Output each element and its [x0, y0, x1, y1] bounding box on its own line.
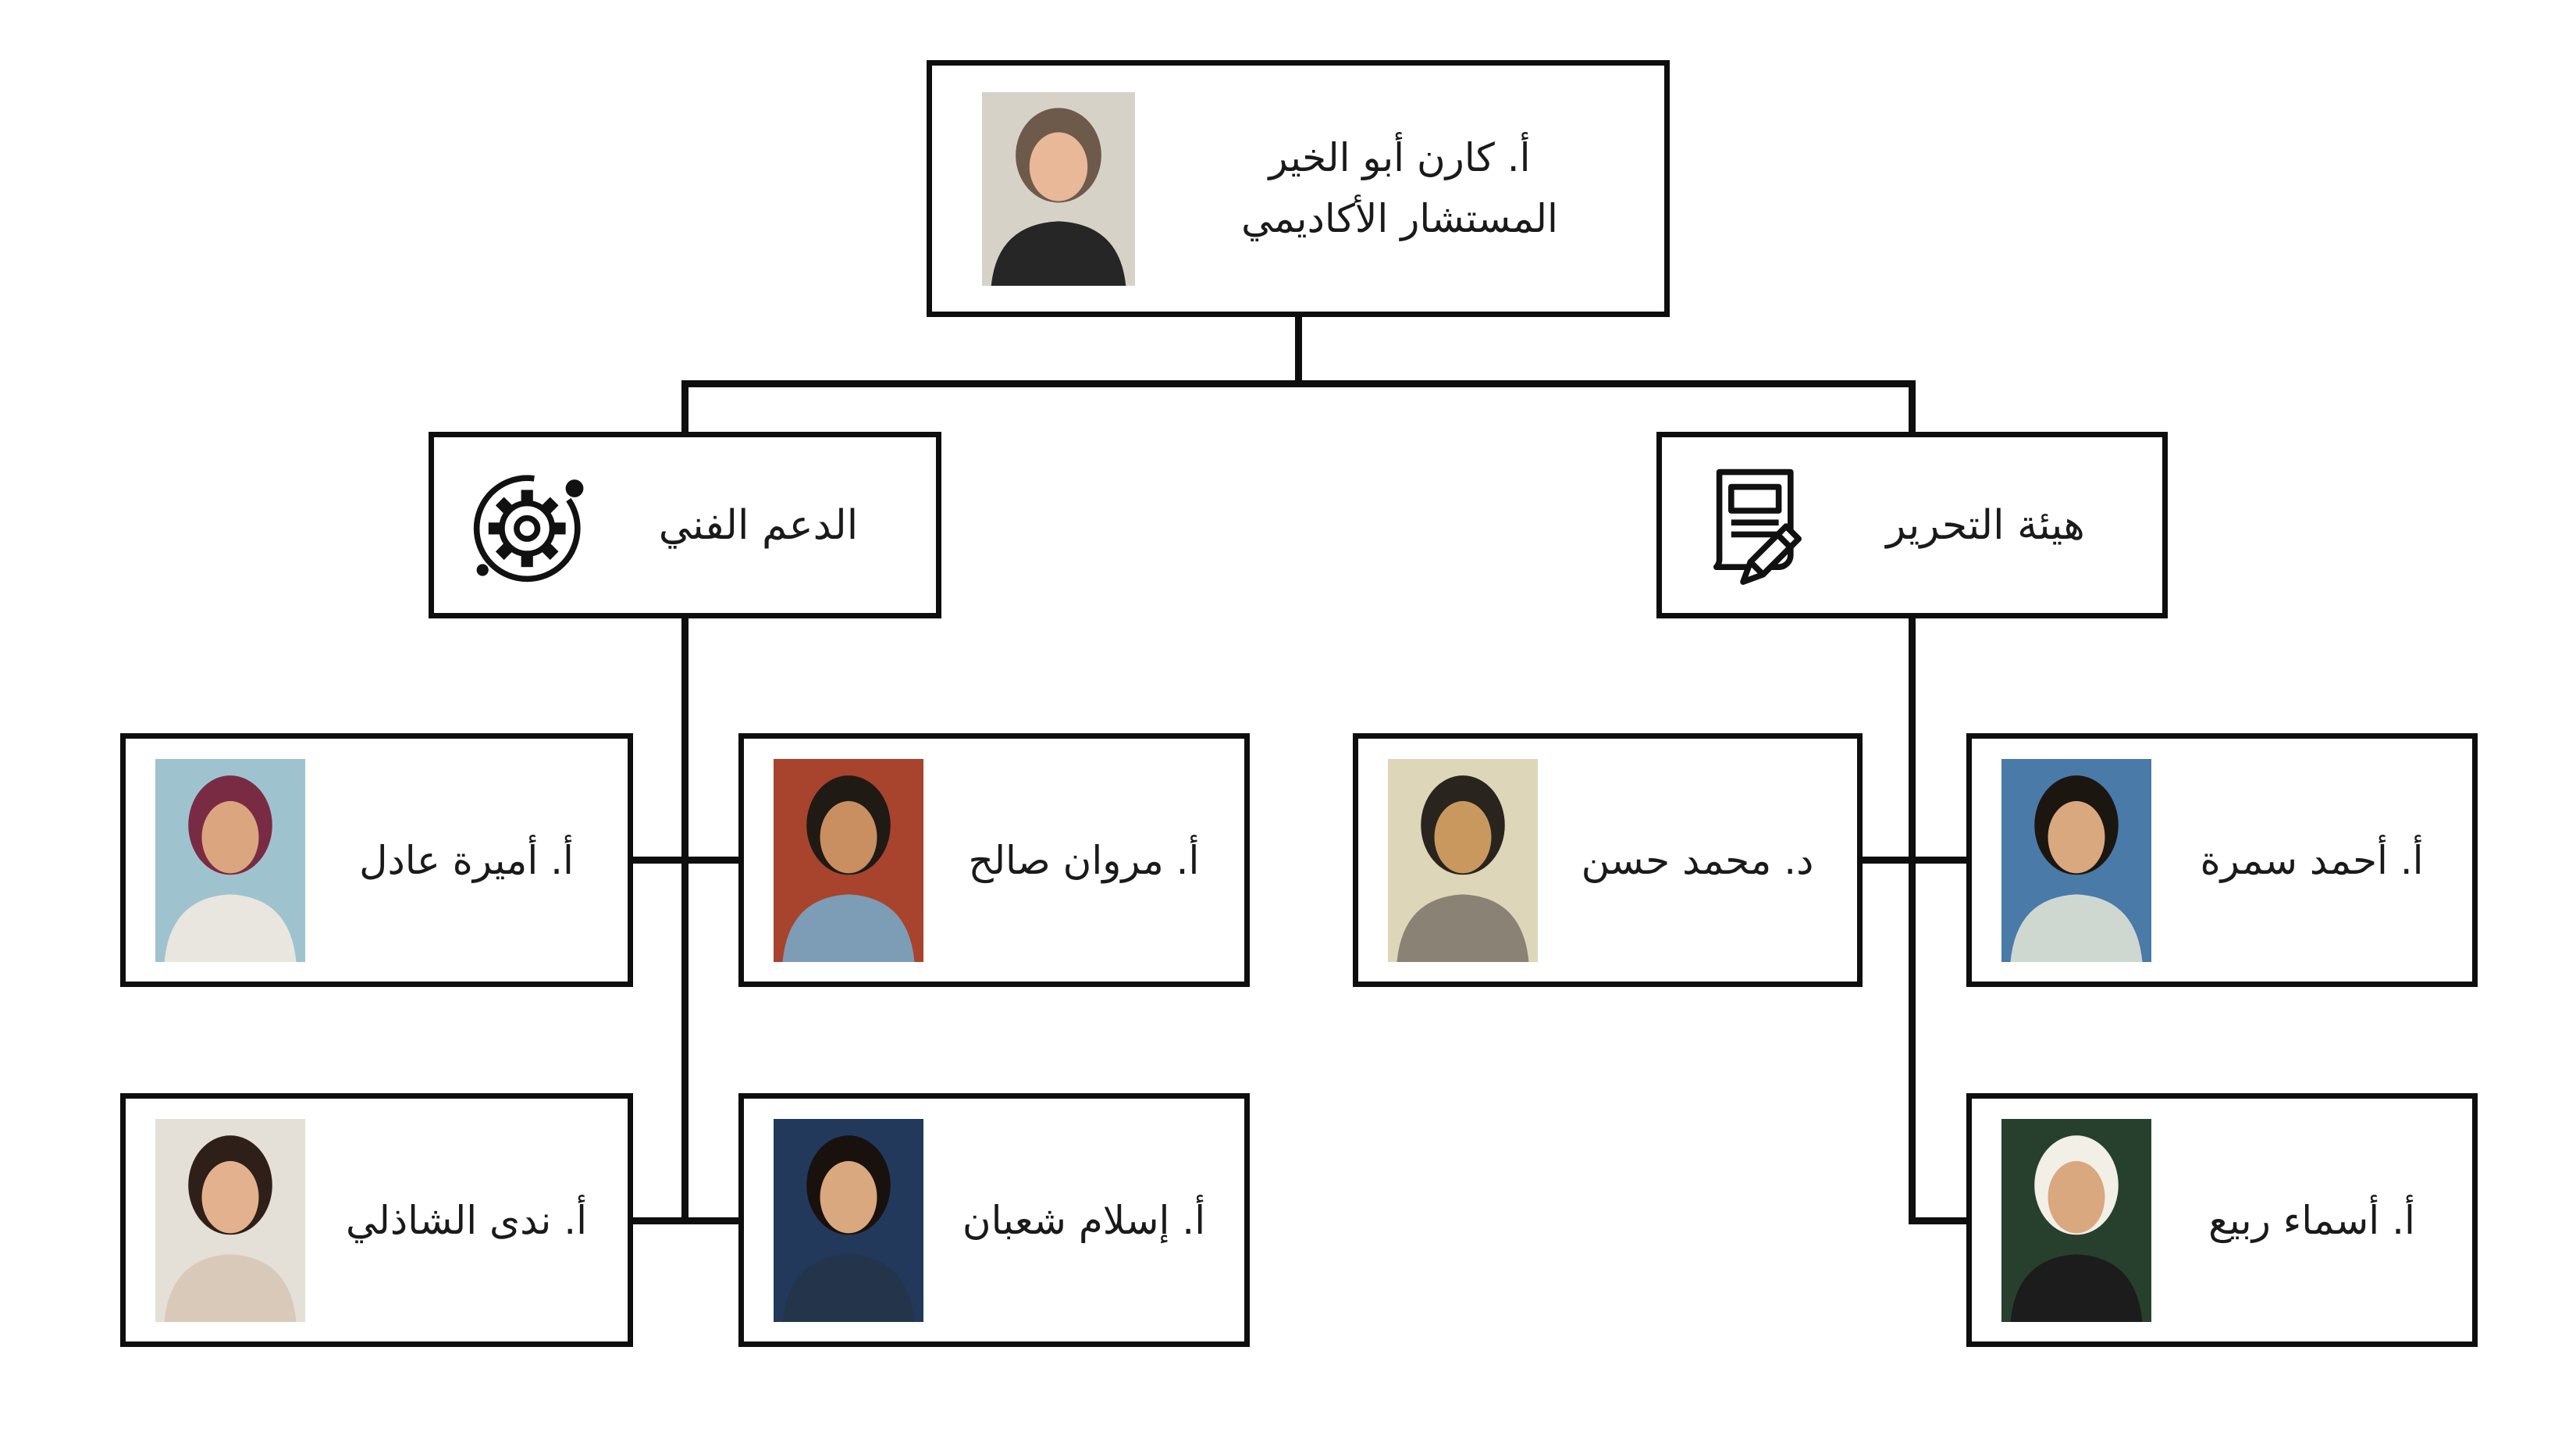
connector-root-stem	[1295, 317, 1302, 387]
avatar-photo-amira	[155, 758, 305, 962]
avatar-photo-mohamed	[1388, 758, 1538, 962]
avatar-photo-marwan	[774, 758, 923, 962]
org-node-technical-support: الدعم الفني	[429, 432, 941, 618]
member-card-islam-shaaban: أ. إسلام شعبان	[738, 1093, 1250, 1347]
connector-spine	[681, 380, 1916, 387]
connector-left-row1	[633, 857, 738, 864]
connector-left-row2	[633, 1217, 738, 1224]
member-name: أ. أميرة عادل	[359, 837, 574, 883]
member-card-marwan-saleh: أ. مروان صالح	[738, 733, 1250, 987]
connector-right-row2	[1909, 1217, 1966, 1224]
connector-right-trunk	[1909, 618, 1916, 1224]
member-name: أ. أحمد سمرة	[2200, 837, 2424, 883]
org-node-root: أ. كارن أبو الخير المستشار الأكاديمي	[927, 60, 1670, 317]
member-card-ahmed-samra: أ. أحمد سمرة	[1966, 733, 2478, 987]
member-card-amira-adel: أ. أميرة عادل	[120, 733, 633, 987]
avatar-photo-nada	[155, 1118, 305, 1322]
branch-label-editorial-board: هيئة التحرير	[1886, 501, 2085, 549]
document-pencil-icon	[1713, 469, 1802, 585]
avatar-photo-ahmed	[2001, 758, 2151, 962]
member-card-asmaa-rabie: أ. أسماء ربيع	[1966, 1093, 2478, 1347]
root-name: أ. كارن أبو الخير	[1268, 135, 1531, 180]
member-name: أ. إسلام شعبان	[962, 1197, 1206, 1243]
connector-right-row1	[1863, 857, 1966, 864]
avatar-photo-islam	[774, 1118, 923, 1322]
avatar-photo-karen	[982, 91, 1135, 286]
root-text-block: أ. كارن أبو الخير المستشار الأكاديمي	[1135, 128, 1664, 249]
avatar-photo-asmaa	[2001, 1118, 2151, 1322]
member-name: د. محمد حسن	[1581, 837, 1814, 883]
connector-right-branch-stem	[1909, 380, 1916, 432]
connector-left-trunk	[681, 618, 688, 1224]
member-name: أ. مروان صالح	[968, 837, 1200, 883]
gear-orbit-icon	[473, 474, 584, 582]
member-card-mohamed-hassan: د. محمد حسن	[1353, 733, 1863, 987]
member-name: أ. أسماء ربيع	[2208, 1197, 2415, 1243]
root-title: المستشار الأكاديمي	[1241, 195, 1558, 241]
branch-label-technical-support: الدعم الفني	[658, 501, 859, 549]
member-card-nada-elshazly: أ. ندى الشاذلي	[120, 1093, 633, 1347]
connector-left-branch-stem	[681, 380, 688, 432]
org-node-editorial-board: هيئة التحرير	[1656, 432, 2168, 618]
member-name: أ. ندى الشاذلي	[345, 1197, 587, 1243]
